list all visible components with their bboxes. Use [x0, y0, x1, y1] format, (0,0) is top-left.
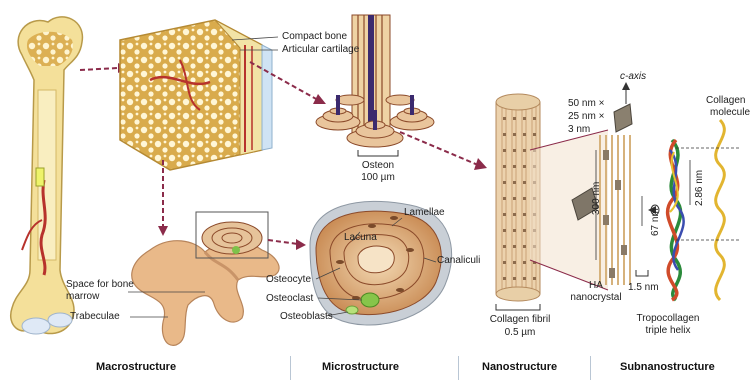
label-crystal-dim-1: 50 nm ×: [568, 98, 604, 109]
label-osteoblasts: Osteoblasts: [280, 311, 333, 322]
collagen-molecule: [716, 120, 725, 300]
connector-arrowhead: [158, 226, 168, 236]
label-osteon-size: 100 µm: [352, 172, 404, 183]
trabeculae: [132, 241, 279, 346]
label-space-for-bone-marrow-2: marrow: [66, 291, 99, 302]
section-divider: [458, 356, 459, 380]
connector-arrow: [400, 132, 478, 165]
section-divider: [290, 356, 291, 380]
label-crystal-dim-3: 3 nm: [568, 124, 590, 135]
label-ha-1: HA: [566, 280, 626, 291]
osteon-scale-bar: [358, 150, 398, 156]
label-ha-2: nanocrystal: [558, 292, 634, 303]
dim-1-5nm-bracket: [636, 270, 648, 276]
bone-block: [120, 20, 272, 170]
label-c-axis: c-axis: [620, 71, 646, 82]
label-lamellae: Lamellae: [404, 207, 445, 218]
label-osteocyte: Osteocyte: [266, 274, 311, 285]
label-space-for-bone-marrow-1: Space for bone: [66, 279, 134, 290]
label-crystal-dim-2: 25 nm ×: [568, 111, 604, 122]
fibril-scale-bar: [496, 304, 540, 310]
section-microstructure: Microstructure: [322, 361, 399, 373]
label-tropocollagen-1: Tropocollagen: [628, 313, 708, 324]
label-lacuna: Lacuna: [344, 232, 377, 243]
label-dim-1-5nm: 1.5 nm: [628, 282, 659, 293]
section-macrostructure: Macrostructure: [96, 361, 176, 373]
label-dim-2-86nm: 2.86 nm: [694, 170, 705, 206]
connector-arrow: [80, 68, 118, 70]
section-subnanostructure: Subnanostructure: [620, 361, 715, 373]
label-dim-67nm: 67 nm: [650, 208, 661, 236]
label-osteoclast: Osteoclast: [266, 293, 313, 304]
label-collagen-molecule-1: Collagen: [706, 95, 745, 106]
label-trabeculae: Trabeculae: [70, 311, 120, 322]
label-collagen-fibril-size: 0.5 µm: [488, 327, 552, 338]
mini-osteon: [202, 222, 262, 254]
section-nanostructure: Nanostructure: [482, 361, 557, 373]
label-collagen-fibril: Collagen fibril: [488, 314, 552, 325]
label-canaliculi: Canaliculi: [437, 255, 480, 266]
c-axis-arrowhead: [622, 82, 630, 90]
label-articular-cartilage: Articular cartilage: [282, 44, 359, 55]
label-osteon: Osteon: [358, 160, 398, 171]
label-collagen-molecule-2: molecule: [710, 107, 750, 118]
connector-arrow: [268, 240, 298, 244]
osteon-cross-section: [310, 201, 452, 325]
label-compact-bone: Compact bone: [282, 31, 347, 42]
label-tropocollagen-2: triple helix: [628, 325, 708, 336]
connector-arrowhead: [296, 239, 306, 250]
section-divider: [590, 356, 591, 380]
label-dim-300nm: 300 nm: [591, 182, 602, 215]
triple-helix: [668, 140, 684, 300]
